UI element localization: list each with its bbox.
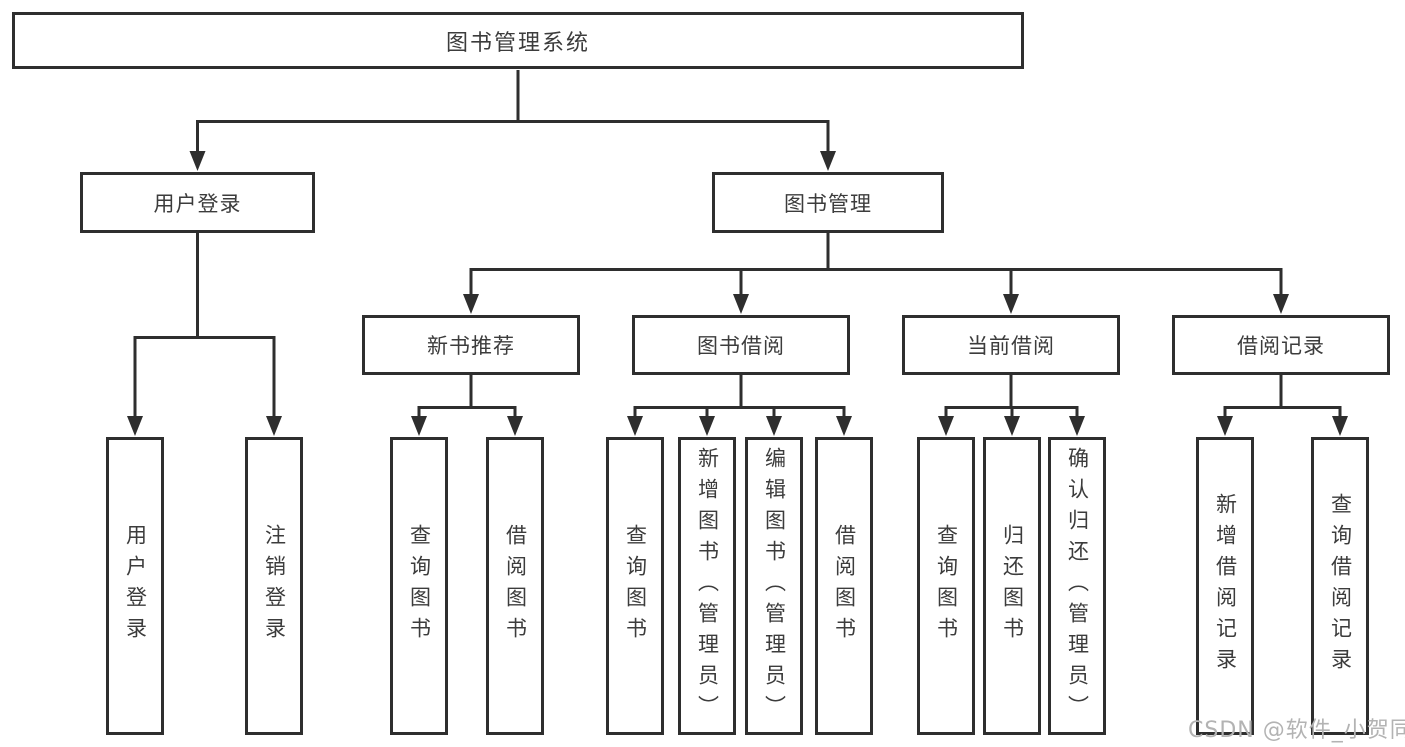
node-label: 确认归还（管理员） xyxy=(1065,446,1090,726)
node-label: 新增借阅记录 xyxy=(1213,493,1238,679)
node-query-books-recommend: 查询图书 xyxy=(390,437,448,735)
node-label: 查询图书 xyxy=(407,524,432,648)
arrowheads xyxy=(127,151,1348,436)
node-label: 图书管理系统 xyxy=(445,30,590,56)
node-add-borrow-record: 新增借阅记录 xyxy=(1196,437,1254,735)
node-query-books-borrowing: 查询图书 xyxy=(606,437,664,735)
node-new-book-recommendation: 新书推荐 xyxy=(362,315,580,375)
node-label: 用户登录 xyxy=(153,191,242,216)
node-return-books: 归还图书 xyxy=(983,437,1041,735)
node-label: 查询借阅记录 xyxy=(1328,493,1353,679)
node-borrow-books-recommend: 借阅图书 xyxy=(486,437,544,735)
node-borrow-books: 借阅图书 xyxy=(815,437,873,735)
node-query-books-current: 查询图书 xyxy=(917,437,975,735)
node-query-borrow-record: 查询借阅记录 xyxy=(1311,437,1369,735)
node-label: 归还图书 xyxy=(1000,524,1025,648)
node-label: 借阅记录 xyxy=(1237,334,1325,358)
node-label: 图书管理 xyxy=(784,191,872,216)
node-label: 新增图书（管理员） xyxy=(695,446,720,726)
node-current-borrowing: 当前借阅 xyxy=(902,315,1120,375)
node-label: 查询图书 xyxy=(623,524,648,648)
node-edit-books-admin: 编辑图书（管理员） xyxy=(745,437,803,735)
node-user-login: 用户登录 xyxy=(80,172,315,233)
node-borrowing-records: 借阅记录 xyxy=(1172,315,1390,375)
node-label: 借阅图书 xyxy=(503,524,528,648)
node-label: 当前借阅 xyxy=(967,334,1055,358)
node-label: 借阅图书 xyxy=(832,524,857,648)
node-logout: 注销登录 xyxy=(245,437,303,735)
csdn-watermark: CSDN @软件_小贺同学 xyxy=(1188,718,1405,743)
node-library-management-system: 图书管理系统 xyxy=(12,12,1024,69)
node-add-books-admin: 新增图书（管理员） xyxy=(678,437,736,735)
node-book-borrowing: 图书借阅 xyxy=(632,315,850,375)
node-label: 注销登录 xyxy=(262,524,287,648)
node-label: 图书借阅 xyxy=(697,334,785,358)
node-label: 编辑图书（管理员） xyxy=(762,446,787,726)
node-label: 用户登录 xyxy=(123,524,148,648)
node-label: 新书推荐 xyxy=(427,334,515,358)
node-book-management: 图书管理 xyxy=(712,172,944,233)
node-label: 查询图书 xyxy=(934,524,959,648)
node-confirm-return-admin: 确认归还（管理员） xyxy=(1048,437,1106,735)
node-user-login-leaf: 用户登录 xyxy=(106,437,164,735)
